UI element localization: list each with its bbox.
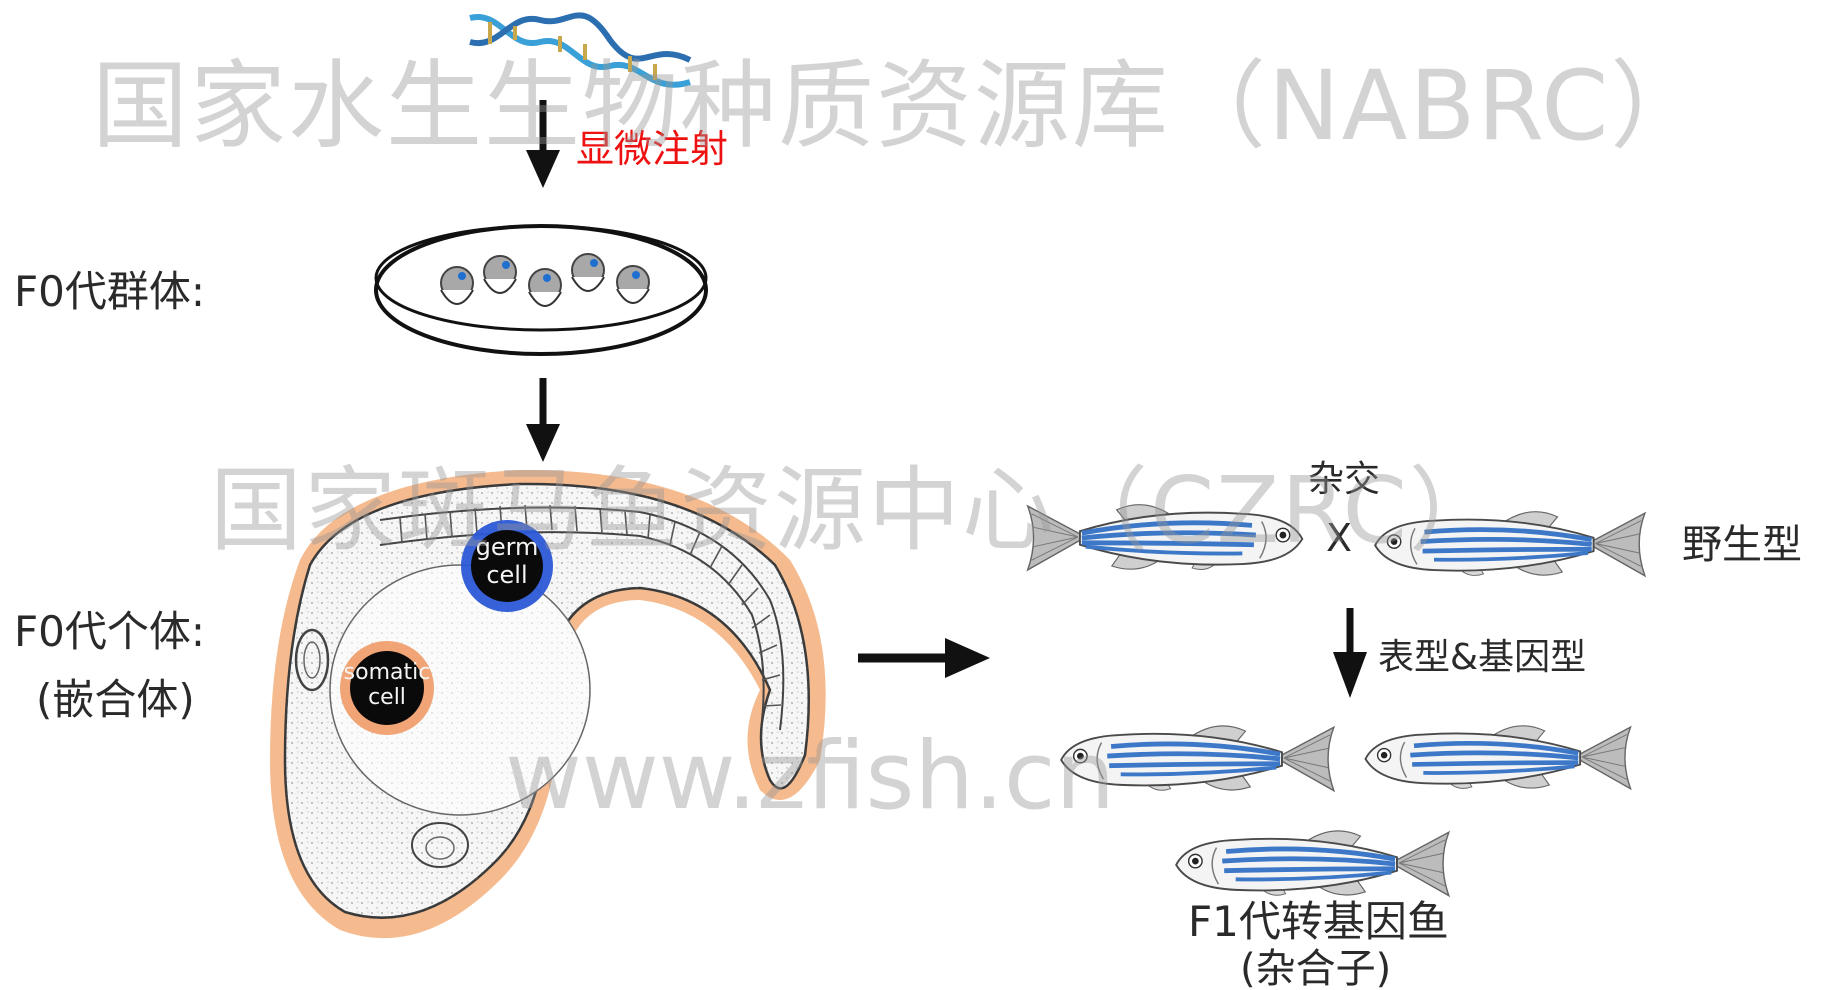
f0-individual-label: F0代个体: (14, 598, 205, 659)
embryo-icon (572, 254, 604, 291)
embryo-icon (441, 267, 473, 304)
dna-helix-icon (470, 15, 690, 84)
fish-icon (1176, 831, 1449, 896)
fish-icon (1061, 726, 1334, 791)
chimera-label: (嵌合体) (36, 666, 195, 727)
petri-dish-icon (376, 226, 706, 354)
fish-icon (1365, 726, 1630, 789)
cross-symbol: X (1326, 516, 1352, 560)
somatic-cell-label: somatic cell (334, 660, 440, 711)
wild-type-label: 野生型 (1682, 512, 1802, 570)
f0-population-label: F0代群体: (14, 258, 205, 319)
phenotype-genotype-label: 表型&基因型 (1378, 628, 1586, 680)
germ-cell-label: germ cell (464, 534, 550, 589)
arrow-icon (1333, 608, 1367, 698)
fish-icon (1028, 505, 1303, 570)
arrow-icon (526, 100, 560, 188)
embryo-icon (484, 256, 516, 293)
arrow-icon (858, 638, 990, 678)
arrow-icon (526, 378, 560, 462)
microinjection-label: 显微注射 (576, 118, 728, 173)
embryo-icon (529, 269, 561, 306)
fish-icon (1375, 512, 1645, 576)
heterozygote-label: (杂合子) (1240, 936, 1391, 990)
embryo-icon (617, 266, 649, 303)
cross-label: 杂交 (1308, 450, 1380, 502)
